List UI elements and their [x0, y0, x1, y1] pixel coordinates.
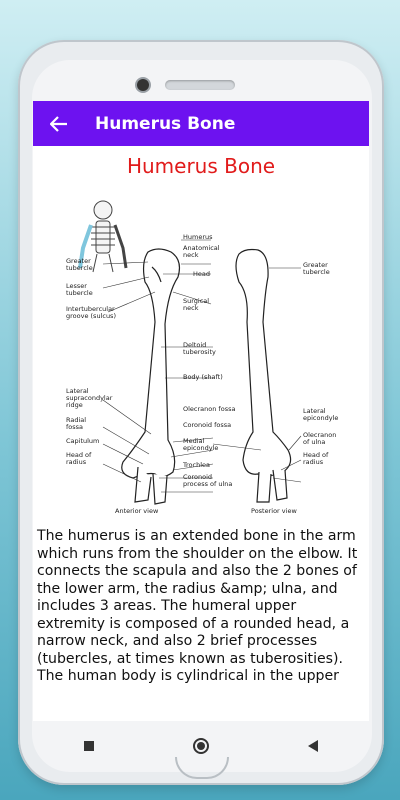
- label-trochlea: Trochlea: [183, 461, 211, 469]
- label-surgical-neck: Surgical neck: [183, 297, 210, 312]
- label-greater-tubercle-posterior: Greater tubercle: [303, 261, 330, 276]
- label-radial-fossa: Radial fossa: [66, 416, 87, 431]
- app-screen: Humerus Bone Humerus Bone: [33, 101, 369, 721]
- front-camera: [137, 79, 149, 91]
- label-lateral-epicondyle: Lateral epicondyle: [303, 407, 339, 422]
- label-coronoid-process: Coronoid process of ulna: [183, 473, 233, 488]
- label-greater-tubercle-anterior: Greater tubercle: [66, 257, 93, 272]
- label-anterior-view: Anterior view: [115, 507, 159, 515]
- label-posterior-view: Posterior view: [251, 507, 297, 515]
- circle-icon[interactable]: [181, 726, 221, 766]
- square-icon[interactable]: [69, 726, 109, 766]
- label-olecranon-of-ulna: Olecranon of ulna: [303, 431, 337, 446]
- posterior-humerus: [235, 248, 292, 503]
- label-lesser-tubercle: Lesser tubercle: [66, 282, 93, 297]
- triangle-back-icon[interactable]: [293, 726, 333, 766]
- label-capitulum: Capitulum: [66, 437, 100, 445]
- label-head-of-radius-posterior: Head of radius: [303, 451, 329, 466]
- humerus-illustration: [78, 200, 302, 505]
- anterior-humerus: [121, 248, 181, 505]
- app-bar-title: Humerus Bone: [95, 113, 236, 134]
- description-text: The humerus is an extended bone in the a…: [37, 528, 358, 684]
- leader-lines: [102, 239, 302, 493]
- skeleton-thumbnail-icon: [78, 200, 128, 273]
- label-lateral-supracondylar-ridge: Lateral supracondylar ridge: [66, 387, 113, 409]
- label-coronoid-fossa: Coronoid fossa: [183, 421, 232, 429]
- label-head-of-radius-anterior: Head of radius: [66, 451, 92, 466]
- label-intertubercular-groove: Intertubercular groove (sulcus): [66, 305, 116, 320]
- humerus-diagram: Humerus Anatomical neck Greater tubercle…: [33, 182, 369, 522]
- label-olecranon-fossa: Olecranon fossa: [183, 405, 236, 413]
- label-humerus: Humerus: [183, 233, 213, 241]
- label-deltoid-tuberosity: Deltoid tuberosity: [183, 341, 216, 356]
- app-bar: Humerus Bone: [33, 101, 369, 146]
- page-title: Humerus Bone: [126, 154, 276, 178]
- earpiece-speaker: [165, 80, 235, 90]
- label-anatomical-neck: Anatomical neck: [183, 244, 220, 259]
- label-head: Head: [193, 270, 210, 278]
- system-nav-bar: [33, 721, 369, 771]
- arrow-back-icon[interactable]: [47, 112, 71, 136]
- label-medial-epicondyle: Medial epicondyle: [183, 437, 219, 452]
- label-body-shaft: Body (shaft): [183, 373, 223, 381]
